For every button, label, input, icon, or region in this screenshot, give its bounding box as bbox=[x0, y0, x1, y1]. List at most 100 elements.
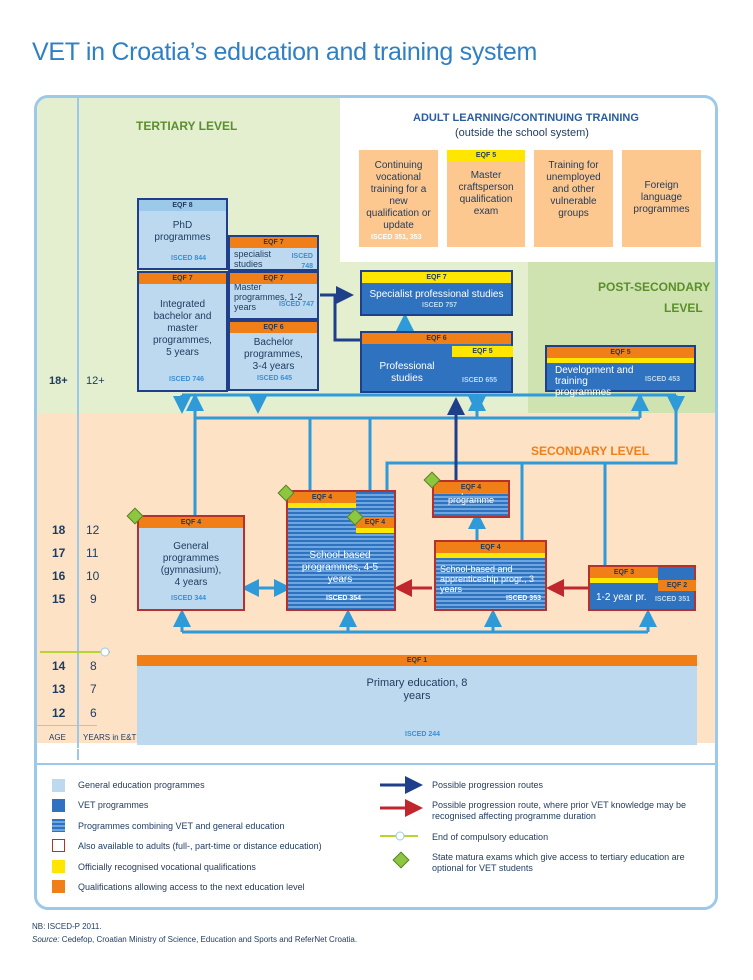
eqf-badge: EQF 7 bbox=[230, 273, 317, 284]
eqf-badge: EQF 4 bbox=[288, 492, 356, 503]
specialist-box: EQF 7 Specialist professional studies IS… bbox=[360, 270, 513, 316]
age-value: 14 bbox=[52, 659, 66, 673]
vq-strip-2 bbox=[356, 528, 394, 533]
master-text: Master programmes, 1-2 years bbox=[234, 282, 303, 312]
isced-label: ISCED 244 bbox=[405, 731, 441, 738]
age-column-line bbox=[77, 98, 79, 815]
school-based-text: School-based programmes, 4-5 years bbox=[301, 550, 379, 585]
adult-box-unemployed: Training for unemployed and other vulner… bbox=[534, 150, 613, 247]
isced-label-1: ISCED bbox=[291, 253, 313, 260]
one-two-year-box: EQF 3 EQF 2 1-2 year pr. ISCED 351 bbox=[588, 565, 696, 611]
adult-box-text: Foreign language programmes bbox=[633, 180, 690, 215]
adult-box-master-craftsperson: EQF 5 Master craftsperson qualification … bbox=[447, 150, 525, 247]
isced-label: ISCED 746 bbox=[169, 376, 205, 383]
isced-label-2: 748 bbox=[301, 263, 313, 270]
eqf-badge: EQF 3 bbox=[590, 567, 658, 578]
legend-adults: Also available to adults (full-, part-ti… bbox=[78, 841, 322, 851]
vq-strip bbox=[436, 553, 545, 558]
isced-label: ISCED 844 bbox=[171, 255, 207, 262]
adult-box-foreign-language: Foreign language programmes bbox=[622, 150, 701, 247]
integrated-box: EQF 7 Integrated bachelor and master pro… bbox=[137, 271, 228, 392]
years-12plus: 12+ bbox=[86, 375, 105, 387]
legend-general: General education programmes bbox=[78, 780, 205, 790]
adult-box-text: Master craftsperson qualification exam bbox=[458, 170, 514, 217]
master-box: EQF 7 Master programmes, 1-2 years ISCED… bbox=[228, 271, 319, 320]
eqf-badge-2: EQF 4 bbox=[356, 517, 394, 528]
source-line: Source: Cedefop, Croatian Ministry of Sc… bbox=[32, 935, 357, 944]
apprentice-text: School-based and apprenticeship progr., … bbox=[440, 564, 535, 594]
age-separator bbox=[37, 725, 97, 726]
eqf-badge: EQF 4 bbox=[436, 542, 545, 553]
footnote: NB: ISCED-P 2011. bbox=[32, 922, 102, 931]
vq-strip bbox=[590, 578, 658, 583]
isced-label: ISCED 757 bbox=[422, 302, 458, 309]
isced-label: ISCED 353 bbox=[505, 595, 541, 602]
adult-title: ADULT LEARNING/CONTINUING TRAINING bbox=[413, 112, 639, 124]
primary-text: Primary education, 8 years bbox=[366, 677, 468, 702]
phd-text: PhD programmes bbox=[154, 220, 211, 243]
adult-box-text: Training for unemployed and other vulner… bbox=[546, 160, 601, 219]
isced-label: ISCED 344 bbox=[171, 595, 207, 602]
legend-eqf: Qualifications allowing access to the ne… bbox=[78, 882, 305, 892]
school-based-box: EQF 4 EQF 4 School-based programmes, 4-5… bbox=[286, 490, 396, 611]
postmaster-box: EQF 7 Post-master specialist studies ISC… bbox=[228, 235, 319, 271]
tertiary-level-label: TERTIARY LEVEL bbox=[136, 119, 238, 133]
source-text: Cedefop, Croatian Ministry of Science, E… bbox=[59, 935, 358, 944]
legend-mixed-swatch bbox=[52, 819, 65, 832]
isced-label: ISCED 351, 353 bbox=[371, 234, 422, 241]
secondary-level-label: SECONDARY LEVEL bbox=[531, 444, 650, 458]
legend-compulsory: End of compulsory education bbox=[432, 832, 549, 842]
legend-vq-swatch bbox=[52, 860, 65, 873]
legend-eqf-swatch bbox=[52, 880, 65, 893]
primary-box: EQF 1 Primary education, 8 years ISCED 2… bbox=[137, 655, 697, 745]
legend-top-line bbox=[37, 763, 715, 765]
page-title: VET in Croatia’s education and training … bbox=[32, 38, 537, 66]
years-value: 11 bbox=[86, 546, 99, 560]
legend-matura: State matura exams which give access to … bbox=[432, 852, 685, 873]
years-value: 6 bbox=[90, 706, 97, 720]
age-value: 18 bbox=[52, 523, 66, 537]
eqf-badge: EQF 6 bbox=[362, 333, 511, 344]
age-value: 12 bbox=[52, 706, 66, 720]
years-value: 7 bbox=[90, 682, 97, 696]
vq-strip bbox=[547, 358, 694, 363]
years-header: YEARS in E&T bbox=[83, 733, 137, 742]
eqf-badge-2: EQF 5 bbox=[452, 346, 513, 357]
isced-label: ISCED 351 bbox=[654, 596, 690, 603]
eqf-badge: EQF 5 bbox=[447, 150, 525, 161]
age-value: 17 bbox=[52, 546, 66, 560]
legend-red-progression: Possible progression route, where prior … bbox=[432, 800, 686, 821]
eqf-badge: EQF 7 bbox=[230, 237, 317, 248]
general-box: EQF 4 General programmes (gymnasium), 4 … bbox=[137, 515, 245, 611]
eqf-badge-2: EQF 2 bbox=[658, 580, 696, 591]
optional-box: EQF 4 Optional programme bbox=[432, 480, 510, 518]
source-label: Source: bbox=[32, 935, 60, 944]
apprentice-box: EQF 4 School-based and apprenticeship pr… bbox=[434, 540, 547, 611]
legend-progression: Possible progression routes bbox=[432, 780, 544, 790]
isced-label: ISCED 453 bbox=[644, 376, 680, 383]
age-header: AGE bbox=[49, 733, 66, 742]
age-value: 13 bbox=[52, 682, 66, 696]
isced-label: ISCED 354 bbox=[326, 595, 362, 602]
specialist-text: Specialist professional studies bbox=[369, 289, 504, 300]
age-rule-1 bbox=[37, 748, 137, 749]
years-value: 12 bbox=[86, 523, 100, 537]
eqf-badge: EQF 5 bbox=[547, 347, 694, 358]
development-box: EQF 5 Development and training programme… bbox=[545, 345, 696, 398]
age-18plus: 18+ bbox=[49, 375, 68, 387]
adult-box-continuing: Continuing vocational training for a new… bbox=[359, 150, 438, 247]
years-value: 8 bbox=[90, 659, 97, 673]
isced-label: ISCED 747 bbox=[278, 301, 314, 308]
legend-vet: VET programmes bbox=[78, 800, 149, 810]
phd-box: EQF 8 PhD programmes ISCED 844 bbox=[137, 198, 228, 270]
adult-box-text: Continuing vocational training for a new… bbox=[366, 160, 431, 231]
legend-vet-swatch bbox=[52, 799, 65, 812]
eqf-badge: EQF 6 bbox=[230, 322, 317, 333]
legend-vq: Officially recognised vocational qualifi… bbox=[78, 862, 256, 872]
integrated-text: Integrated bachelor and master programme… bbox=[153, 299, 212, 358]
eqf-badge: EQF 4 bbox=[434, 482, 508, 493]
general-text: General programmes (gymnasium), 4 years bbox=[160, 541, 222, 588]
one-two-text: 1-2 year pr. bbox=[596, 592, 647, 603]
